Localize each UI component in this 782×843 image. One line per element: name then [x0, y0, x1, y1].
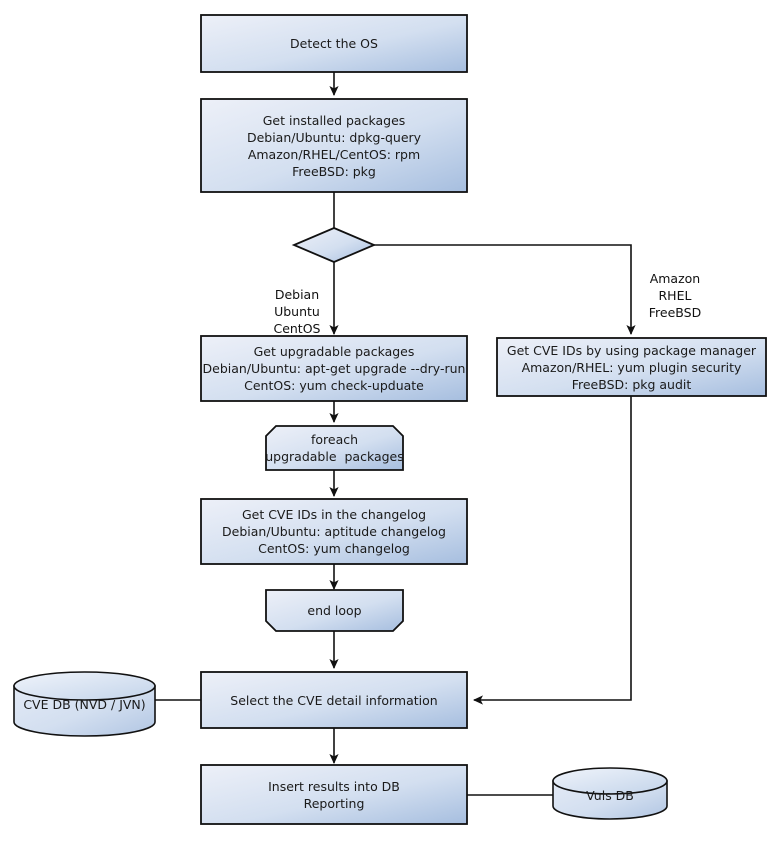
node-select-cve-detail[interactable]	[200, 671, 468, 729]
branch-left-line-3: CentOS	[273, 321, 321, 336]
edge-label-branch-right: Amazon RHEL FreeBSD	[634, 253, 708, 321]
node-vuls-db[interactable]	[552, 767, 668, 820]
node-get-upgradable-packages[interactable]	[200, 335, 468, 402]
node-os-decision[interactable]	[291, 227, 377, 263]
branch-right-line-3: FreeBSD	[648, 305, 702, 320]
node-insert-results[interactable]	[200, 764, 468, 825]
edge-pkgmanager-to-select	[473, 396, 632, 705]
node-foreach-loop-start[interactable]	[265, 425, 404, 471]
node-get-installed-packages[interactable]	[200, 98, 468, 193]
connectors	[155, 72, 636, 796]
branch-right-line-1: Amazon	[649, 271, 701, 286]
branch-left-line-1: Debian	[274, 287, 320, 302]
edge-label-branch-left: Debian Ubuntu CentOS	[258, 269, 328, 337]
edge-decision-to-pkgmanager	[374, 244, 636, 335]
branch-left-line-2: Ubuntu	[274, 304, 320, 319]
node-detect-os[interactable]	[200, 14, 468, 73]
node-get-cve-ids-changelog[interactable]	[200, 498, 468, 565]
node-end-loop[interactable]	[265, 589, 404, 632]
node-get-cve-ids-package-manager[interactable]	[496, 337, 767, 397]
node-cve-db[interactable]	[13, 671, 156, 737]
branch-right-line-2: RHEL	[658, 288, 692, 303]
